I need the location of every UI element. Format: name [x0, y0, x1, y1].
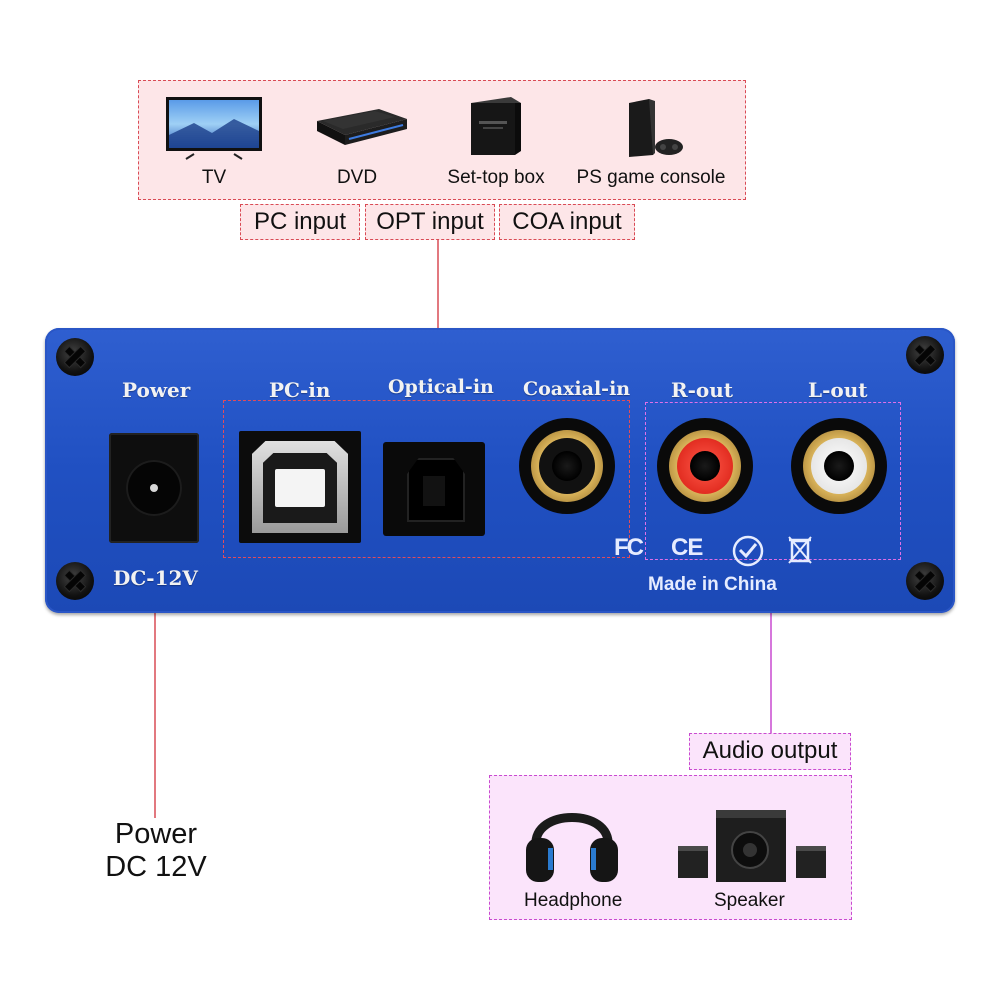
- set-top-box-icon: [471, 97, 521, 155]
- label-pc-in: PC-in: [269, 378, 331, 402]
- source-game-console-label: PS game console: [576, 167, 726, 188]
- power-note-title: Power: [114, 818, 198, 850]
- fc-mark: FC: [614, 534, 644, 561]
- l-out-jack[interactable]: [791, 418, 887, 514]
- screw-icon: [56, 562, 94, 600]
- headphone-icon: [526, 813, 618, 882]
- dc-power-jack[interactable]: [109, 433, 199, 543]
- screw-icon: [906, 562, 944, 600]
- source-dvd-label: DVD: [336, 167, 378, 188]
- r-out-jack[interactable]: [657, 418, 753, 514]
- source-tv-label: TV: [201, 167, 227, 188]
- output-devices-box: Headphone Speaker: [489, 775, 852, 920]
- usb-b-port[interactable]: [239, 431, 361, 543]
- rohs-check-icon: [732, 535, 764, 567]
- output-ports-group: [645, 402, 901, 560]
- screw-icon: [56, 338, 94, 376]
- game-console-icon: [629, 99, 683, 157]
- label-r-out: R-out: [671, 378, 734, 402]
- tag-audio-output: Audio output: [689, 733, 851, 770]
- weee-bin-icon: [788, 536, 812, 564]
- label-optical-in: Optical-in: [388, 376, 494, 398]
- source-tv: TV: [151, 81, 277, 199]
- made-in-china: Made in China: [648, 574, 777, 595]
- label-power: Power: [122, 378, 191, 402]
- input-ports-group: [223, 400, 630, 558]
- speaker-label: Speaker: [714, 890, 785, 911]
- label-l-out: L-out: [808, 378, 868, 402]
- source-set-top-box-label: Set-top box: [447, 167, 545, 188]
- optical-port[interactable]: [383, 442, 485, 536]
- speaker-icon: [678, 810, 826, 882]
- tag-opt-input: OPT input: [365, 204, 495, 240]
- headphone-label: Headphone: [524, 890, 623, 911]
- ce-mark: CE: [671, 534, 703, 561]
- tv-icon: [166, 97, 262, 160]
- coaxial-in-jack[interactable]: [519, 418, 615, 514]
- label-dc-12v: DC-12V: [113, 566, 198, 590]
- dvd-player-icon: [317, 109, 407, 145]
- tag-coa-input: COA input: [499, 204, 635, 240]
- tag-pc-input: PC input: [240, 204, 360, 240]
- dac-rear-panel: Power PC-in Optical-in Coaxial-in R-out …: [45, 328, 955, 613]
- source-dvd: DVD: [289, 81, 425, 199]
- source-game-console: PS game console: [563, 81, 739, 199]
- screw-icon: [906, 336, 944, 374]
- label-coaxial-in: Coaxial-in: [523, 378, 631, 400]
- power-note: Power DC 12V: [96, 818, 216, 884]
- power-note-voltage: DC 12V: [105, 851, 207, 883]
- source-set-top-box: Set-top box: [431, 81, 561, 199]
- input-sources-box: TV DVD Set-top box PS game: [138, 80, 746, 200]
